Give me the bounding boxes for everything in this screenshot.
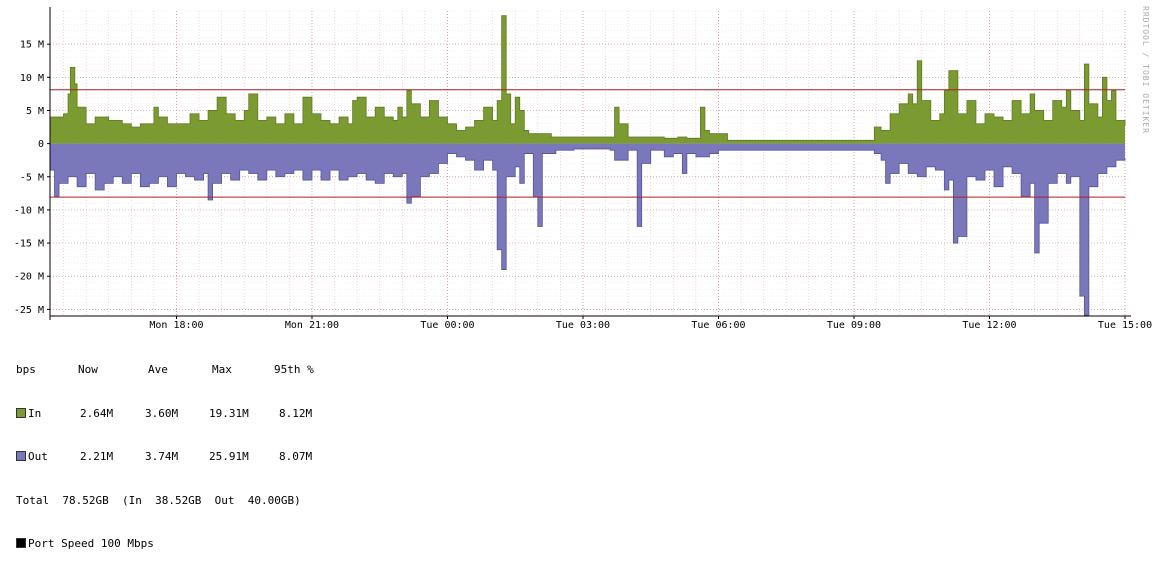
legend-out-ave: 3.74M [145,450,179,463]
legend-out-name: Out [28,450,48,463]
watermark: RRDTOOL / TOBI OETIKER [1141,6,1150,134]
legend-header-bps: bps [16,363,36,376]
y-axis-ticks: 15 M 10 M 5 M 0 -5 M -10 M -15 M -20 M -25 M [14,40,50,316]
in-swatch [16,407,26,418]
x-axis-ticks: Mon 18:00 Mon 21:00 Tue 00:00 Tue 03:00 Tue … [149,316,1152,330]
chart-grid [50,10,1126,317]
out-swatch [16,451,26,461]
x-tick-label: Tue 12:00 [962,320,1016,330]
legend-out-p95: 8.07M [279,450,313,463]
legend-out-now: 2.21M [80,450,114,463]
legend-in-now: 2.64M [80,406,114,420]
y-tick-label: 10 M [20,73,44,84]
legend-header-now: Now [78,363,98,376]
legend-header-row: bps Now Ave Max 95th % [16,363,314,378]
x-tick-label: Tue 06:00 [691,320,745,330]
legend-header-max: Max [212,363,232,376]
x-tick-label: Mon 18:00 [149,320,203,330]
out-series-area [50,143,1125,316]
port-speed-swatch [16,538,26,548]
legend-in-name: In [28,406,42,420]
legend-header-ave: Ave [148,363,168,376]
percentile-lines [50,89,1125,198]
legend-out-max: 25.91M [209,450,249,463]
y-tick-label: -15 M [14,239,44,250]
out-series-line [50,148,1126,316]
legend-port-speed: Port Speed 100 Mbps [28,537,154,550]
x-tick-label: Tue 00:00 [420,320,474,330]
chart-areas [50,15,1126,316]
in-series-area [50,15,1125,144]
legend-in-ave: 3.60M [145,406,179,420]
legend: bps Now Ave Max 95th % In 2.64M 3.60M 19… [16,334,314,566]
legend-row-in: In 2.64M 3.60M 19.31M 8.12M [16,406,312,422]
chart-axes [49,7,1131,320]
y-tick-label: 5 M [26,106,44,117]
legend-port-speed-row: Port Speed 100 Mbps [16,537,301,552]
y-tick-label: -10 M [14,205,44,216]
x-tick-label: Tue 09:00 [827,320,881,330]
x-tick-label: Tue 15:00 [1098,320,1152,330]
legend-in-p95: 8.12M [279,406,313,420]
y-tick-label: -20 M [14,272,44,283]
x-tick-label: Tue 03:00 [556,320,610,330]
legend-total: Total 78.52GB (In 38.52GB Out 40.00GB) [16,493,301,507]
y-tick-label: -5 M [20,172,44,183]
legend-row-out: Out 2.21M 3.74M 25.91M 8.07M [16,450,312,465]
in-series-line [50,15,1126,141]
traffic-chart: 15 M 10 M 5 M 0 -5 M -10 M -15 M -20 M -25 M Mon… [14,6,1152,330]
y-tick-label: -25 M [14,305,44,316]
y-tick-label: 0 [38,139,44,150]
legend-in-max: 19.31M [209,406,249,420]
x-tick-label: Mon 21:00 [285,320,339,330]
legend-header-95th: 95th % [274,363,314,376]
y-tick-label: 15 M [20,40,44,51]
